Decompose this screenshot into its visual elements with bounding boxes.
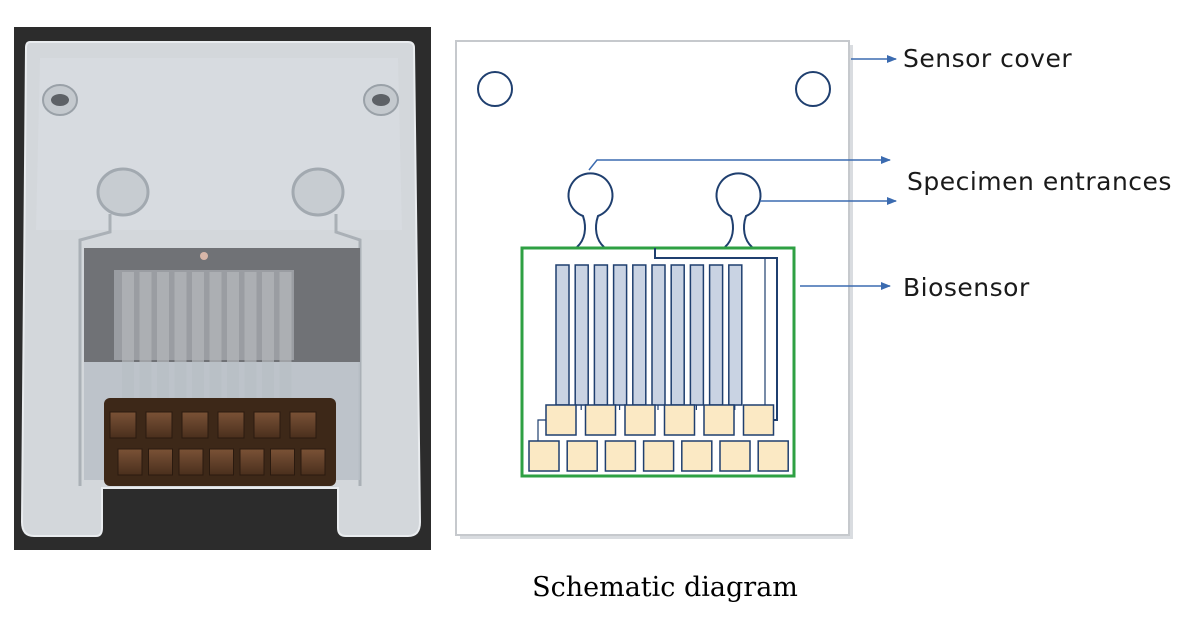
schematic-pad-bottom [642,440,675,472]
schematic-electrode [574,264,589,406]
schematic-pad-top [703,404,735,436]
schematic-pad-top [584,404,617,436]
schematic-electrode [612,264,628,406]
photo-screw-hole-left-inner [51,94,69,106]
photo-pad-bottom [117,448,143,476]
label-biosensor: Biosensor [903,273,1030,302]
photo-marker-dot [200,252,208,260]
schematic-entrance-right [715,172,762,248]
schematic-hole-left [477,71,513,107]
photo-cover-highlight [36,58,402,230]
schematic-electrode [593,264,609,406]
sensor-photo [14,27,431,550]
schematic-pad-bottom [528,440,560,472]
schematic-pad-top [545,404,577,436]
schematic-pad-bottom [719,440,751,472]
photo-pad-bottom [148,448,173,476]
photo-pad-top [289,411,317,439]
schematic-pads [528,404,789,472]
photo-pad-top [253,411,281,439]
schematic-electrode [689,264,705,406]
schematic-pad-bottom [757,440,789,472]
photo-pad-bottom [209,448,234,476]
photo-screw-hole-right-inner [372,94,390,106]
schematic-electrode [728,264,743,406]
photo-pad-top [109,411,137,439]
schematic-electrodes [555,264,743,406]
label-sensor-cover: Sensor cover [903,44,1073,73]
photo-pad-top [217,411,245,439]
photo-pad-top [181,411,209,439]
schematic-entrance-left [567,172,614,248]
photo-pad-top [145,411,173,439]
schematic-electrode [708,264,724,406]
schematic-pad-top [742,404,775,436]
photo-pad-bottom [270,448,295,476]
photo-pad-bottom [239,448,265,476]
photo-entrance-right [291,167,345,217]
schematic [455,40,897,539]
specimen-entrance-left-arrow [588,156,891,171]
photo-pad-bottom [300,448,326,476]
schematic-electrode [651,264,666,406]
schematic-pad-top [624,404,656,436]
schematic-hole-right [795,71,831,107]
label-specimen-entrances: Specimen entrances [907,167,1172,196]
photo-pad-bottom [178,448,204,476]
photo-contact-pads [109,411,326,476]
schematic-pad-bottom [681,440,713,472]
schematic-electrode [555,264,570,406]
schematic-pad-bottom [604,440,637,472]
photo-entrance-left [96,167,150,217]
schematic-pad-bottom [566,440,598,472]
figure-caption: Schematic diagram [532,572,798,603]
schematic-electrode [670,264,685,406]
schematic-electrode [632,264,647,406]
schematic-pad-top [663,404,696,436]
